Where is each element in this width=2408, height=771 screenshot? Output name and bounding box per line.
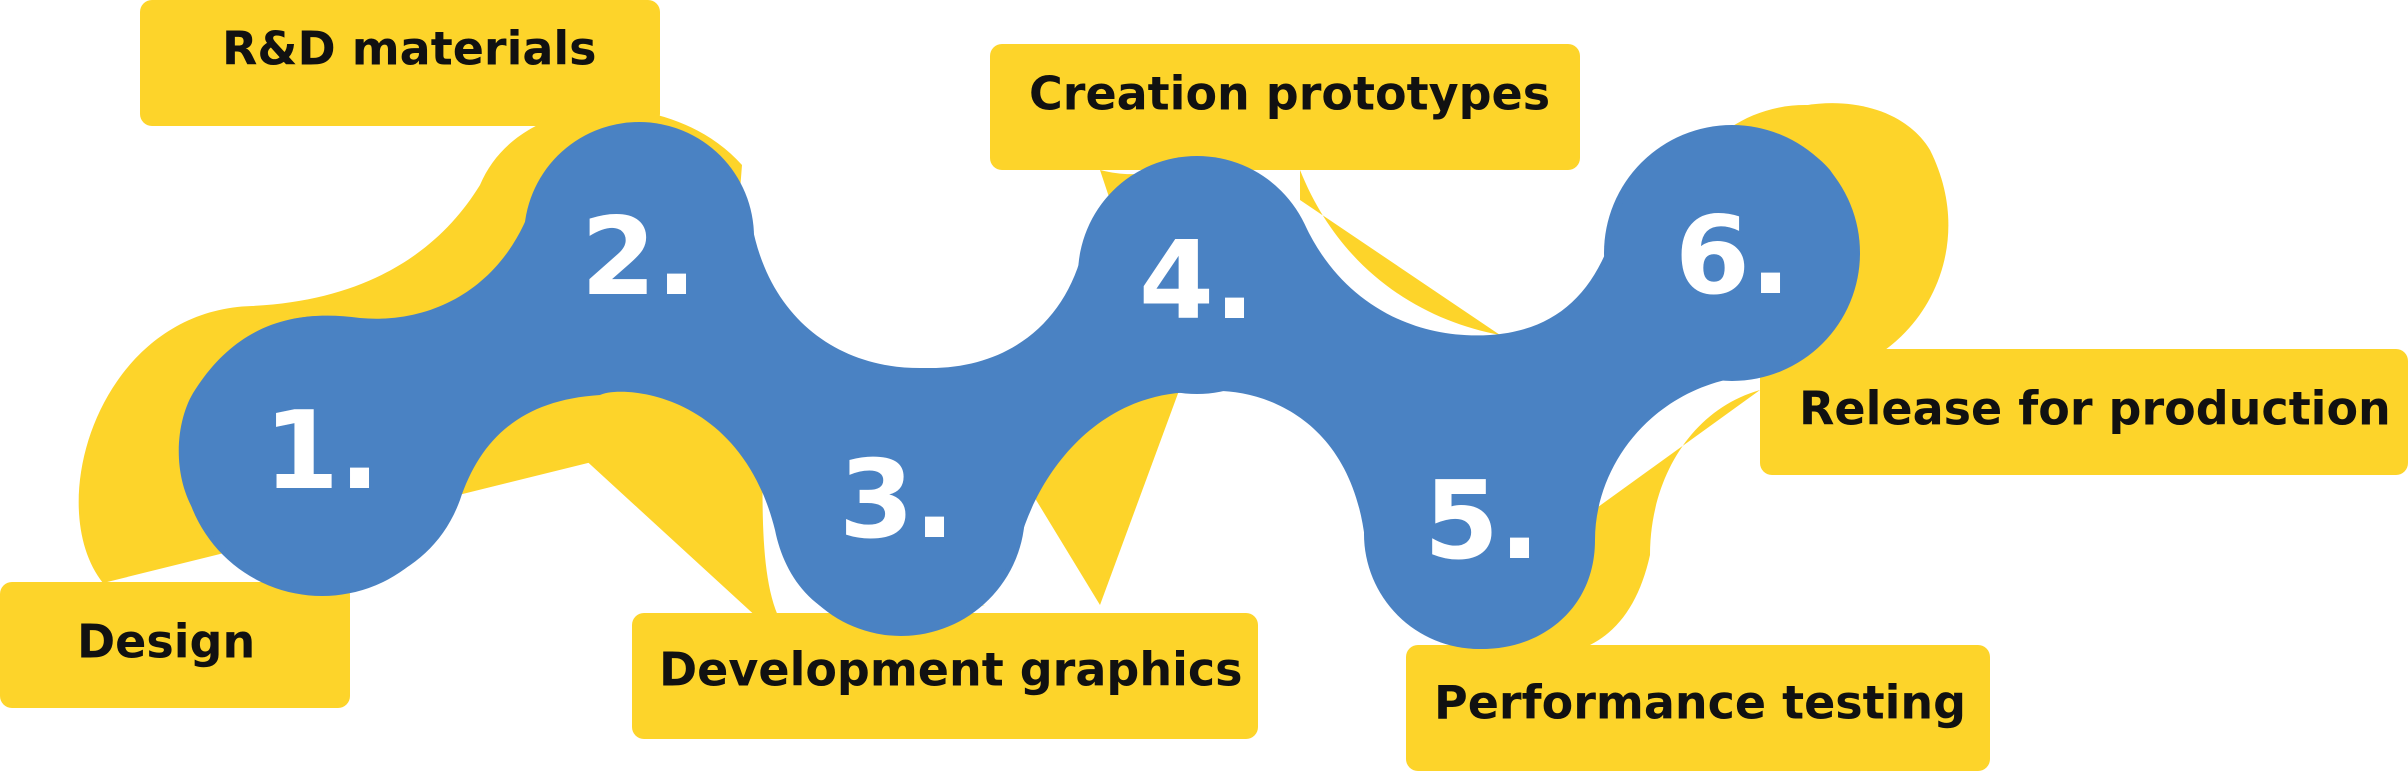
step-numbers: 1. 2. 3. 4. 5. 6. (264, 194, 1791, 584)
step-6-label-box (1760, 349, 2408, 475)
step-1-label: Design (77, 615, 255, 669)
step-4-label-box (990, 44, 1580, 170)
step-2-number: 2. (581, 195, 697, 320)
step-5-number: 5. (1424, 459, 1540, 584)
step-labels: Design R&D materials Development graphic… (77, 22, 2391, 730)
step-3-label-box (632, 613, 1258, 739)
step-4-number: 4. (1139, 219, 1255, 344)
step-3-label: Development graphics (659, 643, 1243, 697)
step-2-label: R&D materials (222, 22, 597, 76)
step-4-label: Creation prototypes (1029, 67, 1550, 121)
step-1-label-box (0, 582, 350, 708)
step-3-number: 3. (839, 438, 955, 563)
blue-chain (178, 122, 1860, 650)
step-6-label: Release for production (1799, 382, 2391, 436)
step-6-number: 6. (1675, 194, 1791, 319)
step-1-number: 1. (264, 389, 380, 514)
step-5-label: Performance testing (1434, 676, 1966, 730)
step-5-label-box (1406, 645, 1990, 771)
step-2-label-box (140, 0, 660, 126)
